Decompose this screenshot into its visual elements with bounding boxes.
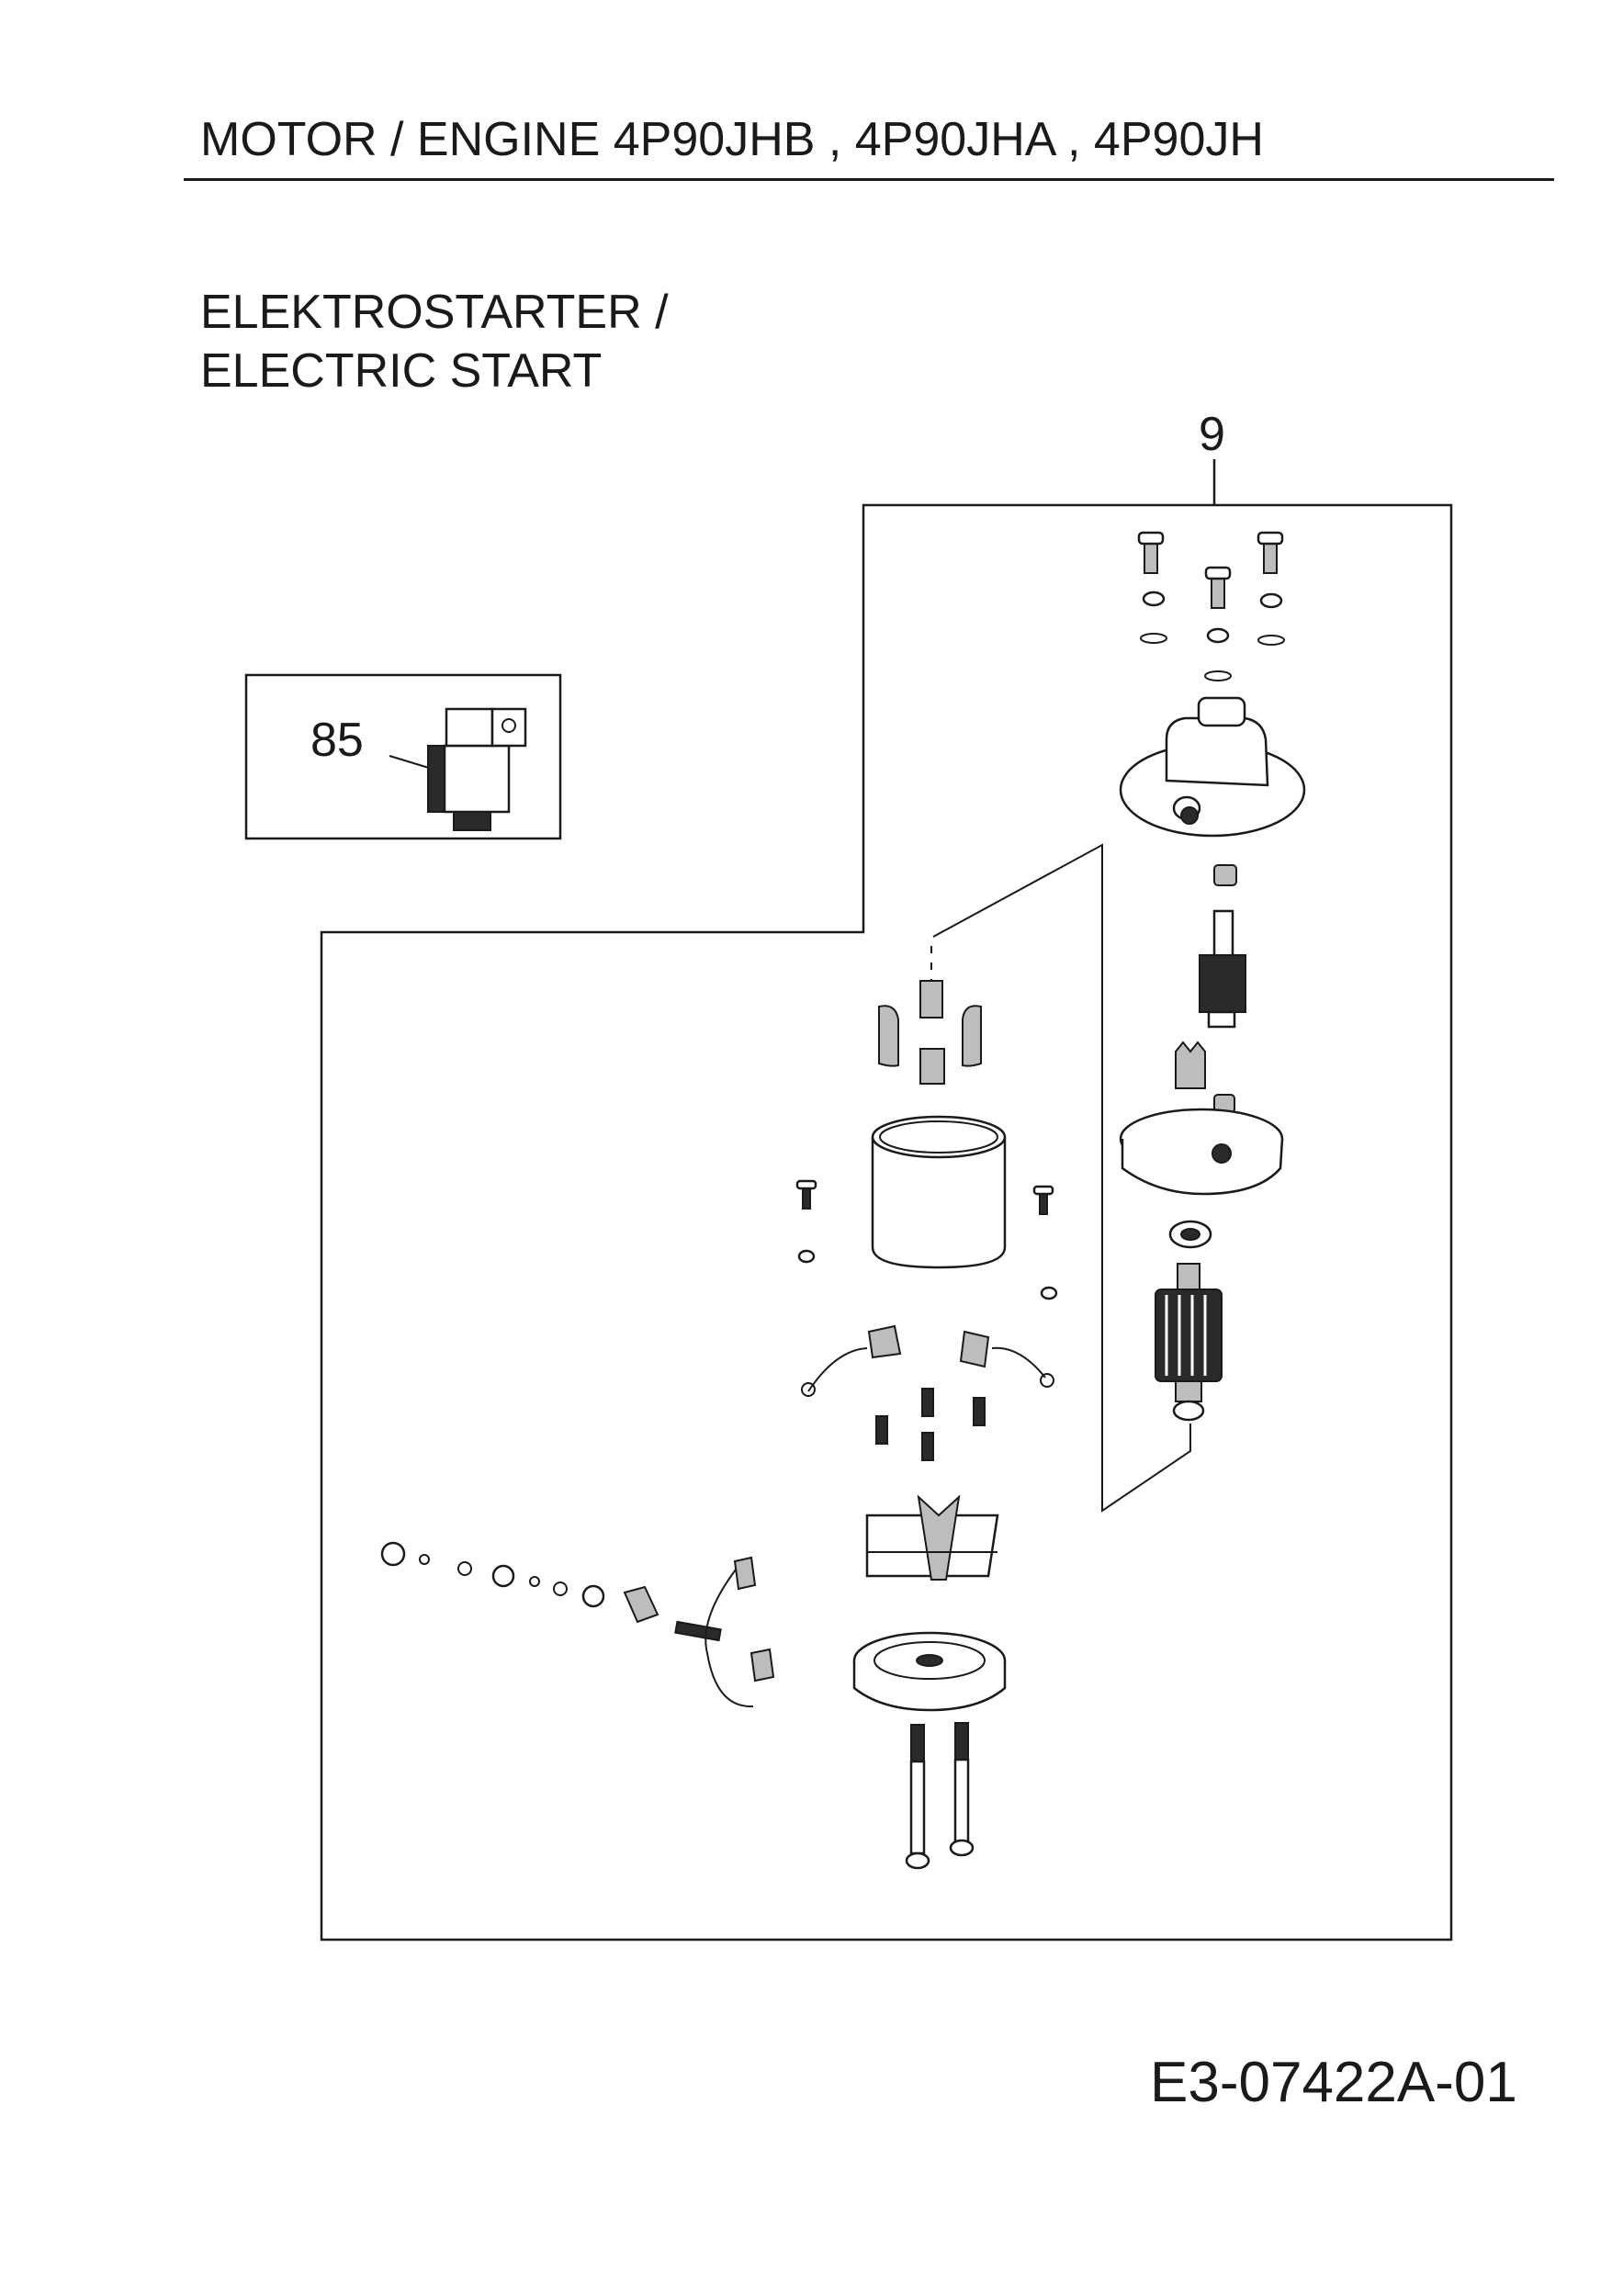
solenoid-inset-box [244,673,562,840]
brush-springs-icon [875,1388,986,1461]
section-title-english: ELECTRIC START [200,344,603,398]
armature-icon [1155,1263,1223,1422]
brush-holder-icon [865,1494,999,1581]
starter-assembly-outline [320,503,1453,1941]
pinion-gear-icon [1199,864,1246,1029]
title-divider [184,178,1554,181]
solenoid-callout-number[interactable]: 85 [310,714,364,767]
cover-screws-icon [1137,531,1284,609]
terminal-hardware-icon [380,1541,722,1642]
magnet-segments-icon [878,980,982,1085]
solenoid-callout-leader [389,755,433,770]
bearing-icon [1168,1220,1212,1249]
column-group-bracket [932,843,1191,1513]
motor-housing-icon [871,1115,1007,1269]
section-title: ELEKTROSTARTER / ELECTRIC START [200,283,669,400]
drive-bracket-icon [1119,1041,1284,1196]
drive-cover-housing-icon [1119,696,1306,838]
page-title: MOTOR / ENGINE 4P90JHB , 4P90JHA , 4P90J… [200,113,1264,166]
through-bolts-icon [905,1722,975,1870]
end-cap-icon [852,1631,1007,1712]
brush-leads-icon [801,1324,1054,1397]
assembly-callout-number[interactable]: 9 [1199,408,1225,461]
diagram-code: E3-07422A-01 [1150,2051,1517,2114]
housing-screws-icon [795,1179,1058,1300]
section-title-german: ELEKTROSTARTER / [200,286,669,339]
cover-washers-icon [1140,591,1285,681]
solenoid-relay-icon [427,707,527,831]
terminal-lead-icon [704,1556,775,1708]
